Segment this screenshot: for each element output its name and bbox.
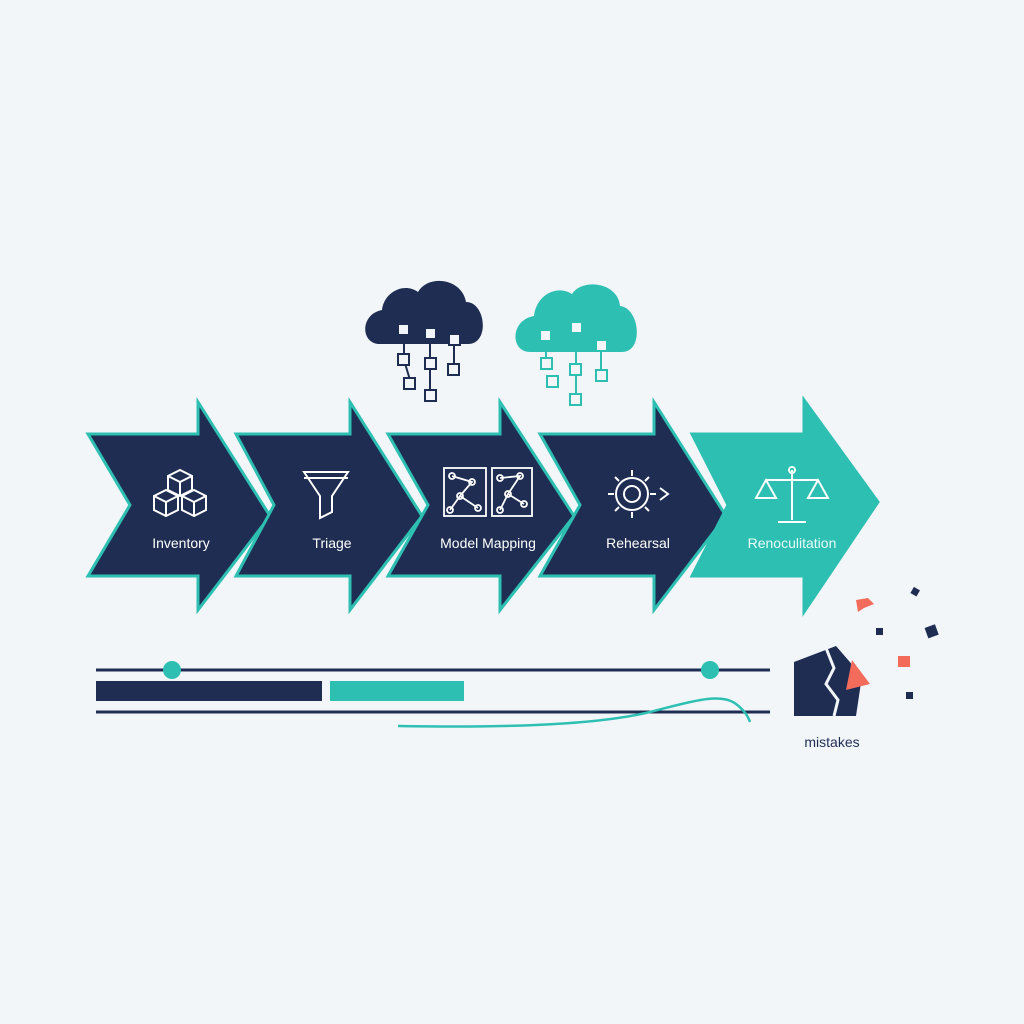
step-label-model-mapping: Model Mapping bbox=[440, 535, 536, 551]
scales-icon bbox=[754, 466, 830, 523]
cubes-icon bbox=[153, 468, 207, 518]
broken-block-icon bbox=[794, 646, 870, 717]
funnel-icon bbox=[302, 471, 350, 520]
arrow-step-reconciliation: Renoculitation bbox=[689, 395, 880, 617]
step-label-reconciliation: Renoculitation bbox=[748, 535, 837, 551]
arrow-step-triage: Triage bbox=[233, 396, 424, 615]
arrow-step-rehearsal: Rehearsal bbox=[537, 396, 728, 615]
step-label-triage: Triage bbox=[312, 535, 351, 551]
cloud-network-icon-teal bbox=[515, 284, 637, 406]
debris-fragments bbox=[856, 586, 939, 699]
gear-icon bbox=[608, 470, 670, 518]
mistakes-label: mistakes bbox=[804, 734, 859, 750]
cloud-network-icon-navy bbox=[365, 280, 483, 402]
timeline-progress-navy bbox=[96, 681, 322, 701]
timeline-marker-start bbox=[163, 661, 181, 679]
node-map-icon bbox=[443, 467, 533, 517]
timeline-progress-teal bbox=[330, 681, 464, 701]
arrow-step-inventory: Inventory bbox=[85, 396, 272, 615]
arrow-step-model-mapping: Model Mapping bbox=[385, 396, 576, 615]
step-label-inventory: Inventory bbox=[152, 535, 210, 551]
step-label-rehearsal: Rehearsal bbox=[606, 535, 670, 551]
timeline-wave bbox=[397, 697, 752, 728]
timeline bbox=[96, 661, 770, 728]
timeline-marker-end bbox=[701, 661, 719, 679]
